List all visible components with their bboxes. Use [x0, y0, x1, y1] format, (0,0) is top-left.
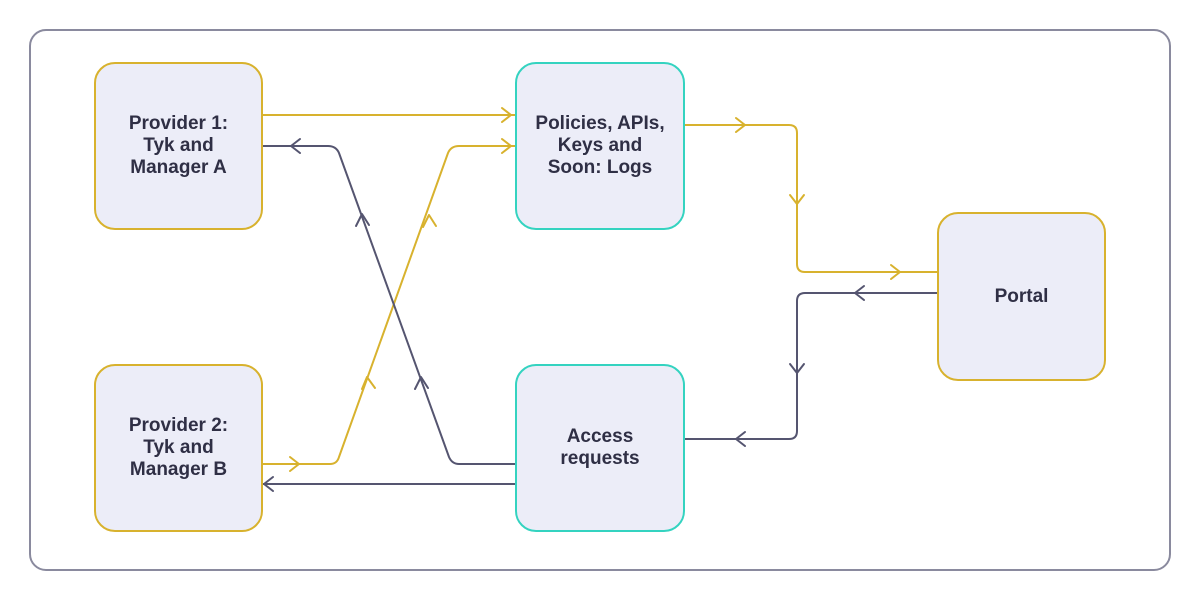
arrowhead-up [361, 376, 376, 390]
arrowhead-down [789, 194, 805, 205]
arrowhead-up [414, 376, 429, 390]
flow-access-to-provider1 [261, 145, 517, 465]
node-access-requests [515, 364, 685, 532]
arrowhead-left [263, 476, 274, 492]
flow-provider2-to-policies [261, 145, 517, 465]
arrowhead-up [355, 213, 370, 227]
arrowhead-right [735, 117, 746, 133]
diagram-frame [29, 29, 1171, 571]
arrowhead-left [854, 285, 865, 301]
flow-portal-to-access [683, 292, 939, 440]
arrowhead-left [290, 138, 301, 154]
node-provider-1 [94, 62, 263, 230]
node-provider-2 [94, 364, 263, 532]
node-policies-store [515, 62, 685, 230]
arrowhead-right [501, 107, 512, 123]
arrowhead-right [501, 138, 512, 154]
arrowhead-up [422, 214, 437, 228]
flow-policies-to-portal [683, 124, 939, 273]
arrowhead-left [735, 431, 746, 447]
node-portal [937, 212, 1106, 381]
arrowhead-right [289, 456, 300, 472]
arrowhead-down [789, 363, 805, 374]
arrowhead-right [890, 264, 901, 280]
